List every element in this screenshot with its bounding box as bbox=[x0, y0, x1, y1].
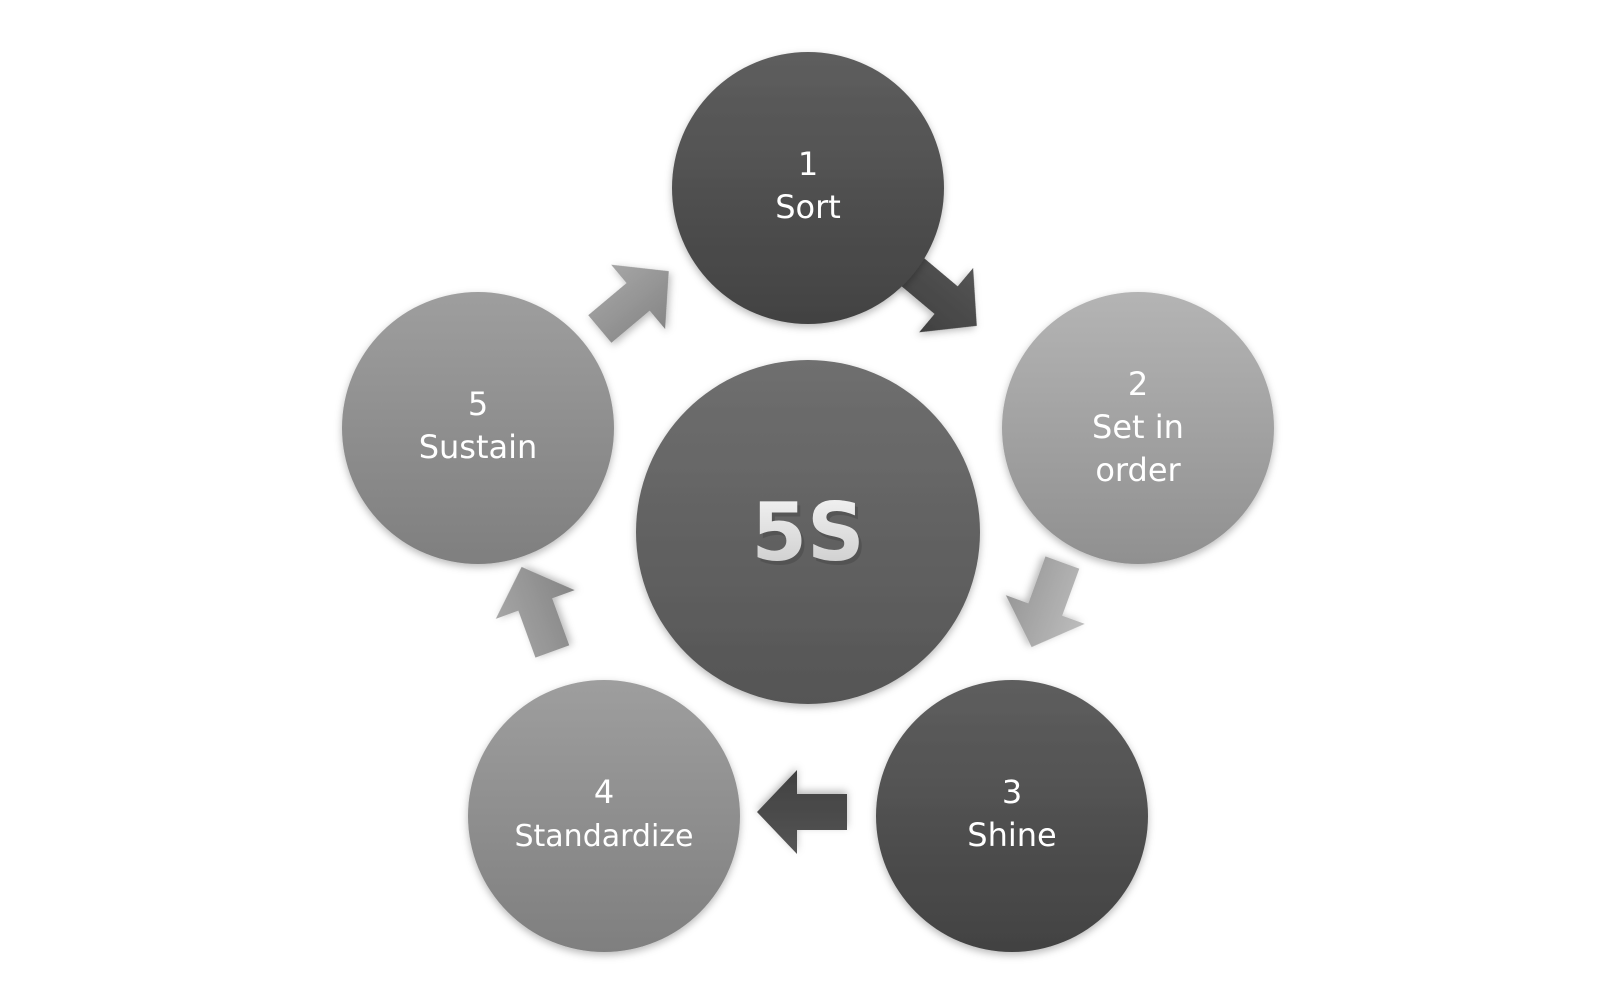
step-node-sustain: 5 Sustain bbox=[342, 292, 614, 564]
step-number: 2 bbox=[1128, 365, 1148, 403]
step-number: 4 bbox=[594, 773, 614, 811]
arrow-5-to-1 bbox=[588, 264, 669, 343]
step-number: 3 bbox=[1002, 773, 1022, 811]
step-label: order bbox=[1095, 451, 1181, 489]
step-node-set-in-order: 2 Set in order bbox=[1002, 292, 1274, 564]
step-label: Sort bbox=[775, 188, 841, 226]
arrow-2-to-3 bbox=[1005, 556, 1085, 648]
center-node: 5S 5S bbox=[636, 360, 980, 704]
step-number: 1 bbox=[798, 145, 818, 183]
step-label: Standardize bbox=[514, 819, 693, 854]
step-label: Shine bbox=[967, 816, 1056, 854]
arrow-1-to-2 bbox=[896, 254, 977, 333]
step-node-shine: 3 Shine bbox=[876, 680, 1148, 952]
step-node-sort: 1 Sort bbox=[672, 52, 944, 324]
center-label-shadow: 5S bbox=[754, 490, 867, 583]
step-node-standardize: 4 Standardize bbox=[468, 680, 740, 952]
center-label: 5S bbox=[751, 486, 864, 579]
step-number: 5 bbox=[468, 385, 488, 423]
step-label: Sustain bbox=[419, 428, 538, 466]
arrow-4-to-5 bbox=[495, 566, 575, 658]
arrow-3-to-4 bbox=[757, 770, 847, 854]
step-label: Set in bbox=[1092, 408, 1184, 446]
